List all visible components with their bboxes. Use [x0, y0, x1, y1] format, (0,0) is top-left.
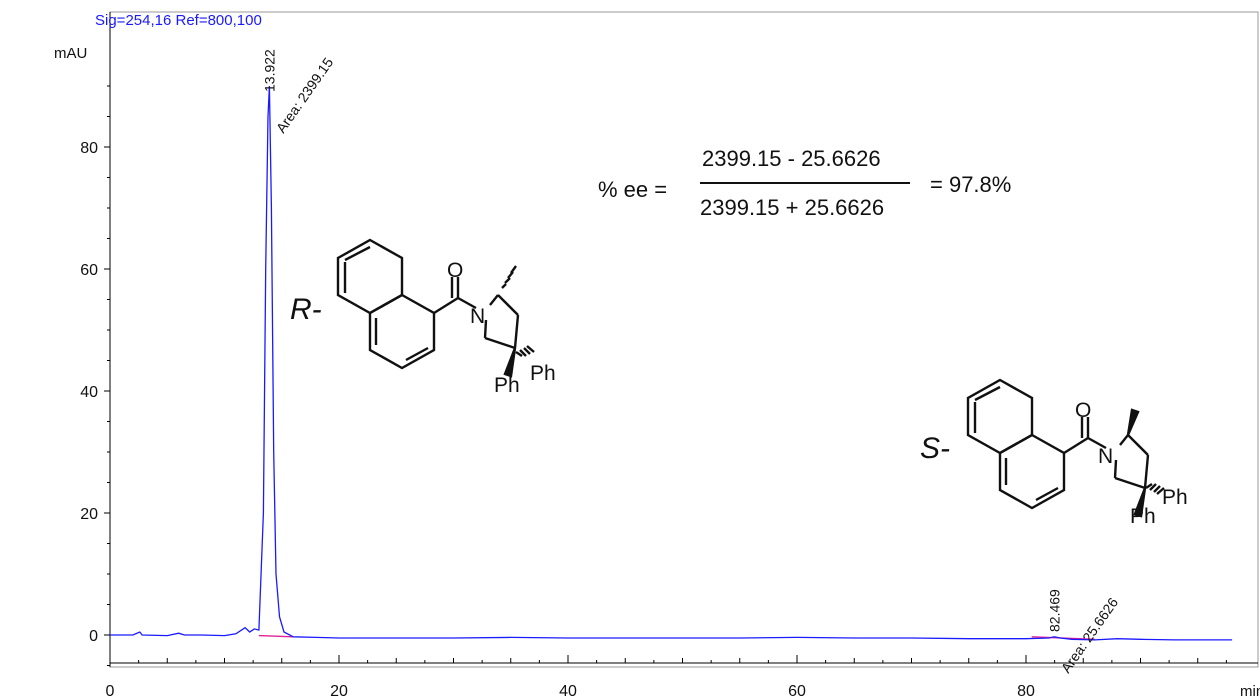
plot-frame [109, 11, 1259, 668]
pyrrolidine-nitrogen-label: N [1098, 445, 1113, 468]
carbonyl-oxygen-label: O [447, 259, 463, 282]
ee-denominator: 2399.15 + 25.6626 [700, 195, 885, 220]
molecule-s-labels: O N Ph Ph [1075, 399, 1188, 528]
peak-area: Area: 25.6626 [1058, 594, 1122, 675]
integration-baseline [258, 634, 294, 638]
fraction-bar [700, 182, 910, 184]
y-tick-label: 40 [80, 384, 98, 401]
y-tick-label: 60 [80, 262, 98, 279]
phenyl-label: Ph [494, 374, 520, 397]
traces [110, 85, 1233, 641]
x-axis: 0 20 40 60 80 min [106, 655, 1260, 698]
stereo-descriptor-s: S- [920, 432, 950, 465]
molecule-s [966, 378, 1165, 518]
naphthalene-ring-b [368, 293, 436, 370]
y-axis: 0 20 40 60 80 mAU [54, 12, 111, 667]
y-tick-label: 80 [80, 140, 98, 157]
peak-retention-time: 13.922 [261, 49, 277, 92]
peak-retention-time: 82.469 [1046, 589, 1062, 632]
peak-area: Area: 2399.15 [273, 54, 337, 135]
ee-numerator: 2399.15 - 25.6626 [702, 146, 881, 171]
x-tick-label: 0 [106, 683, 115, 698]
x-tick-label: 20 [330, 683, 348, 698]
y-tick-label: 0 [89, 628, 98, 645]
chromatogram-trace [110, 85, 1233, 641]
x-tick-label: 40 [559, 683, 577, 698]
phenyl-label: Ph [530, 362, 556, 385]
ee-result: = 97.8% [930, 172, 1012, 197]
stereo-descriptor-r: R- [290, 293, 322, 326]
ee-label: % ee = [598, 177, 668, 202]
x-tick-label: 60 [788, 683, 806, 698]
naphthalene-ring-a [336, 238, 404, 315]
plot-border [109, 11, 1259, 668]
pyrrolidine-nitrogen-label: N [470, 305, 485, 328]
phenyl-label: Ph [1130, 505, 1156, 528]
phenyl-label: Ph [1162, 486, 1188, 509]
signal-label: Sig=254,16 Ref=800,100 [95, 12, 262, 29]
carbonyl-bond [433, 296, 459, 315]
y-tick-label: 20 [80, 506, 98, 523]
x-tick-label: 80 [1017, 683, 1035, 698]
y-axis-label: mAU [54, 45, 87, 62]
molecule-r [336, 238, 535, 378]
x-axis-label: min [1240, 683, 1260, 698]
carbonyl-oxygen-label: O [1075, 399, 1091, 422]
molecule-r-labels: O N Ph Ph [447, 259, 556, 397]
